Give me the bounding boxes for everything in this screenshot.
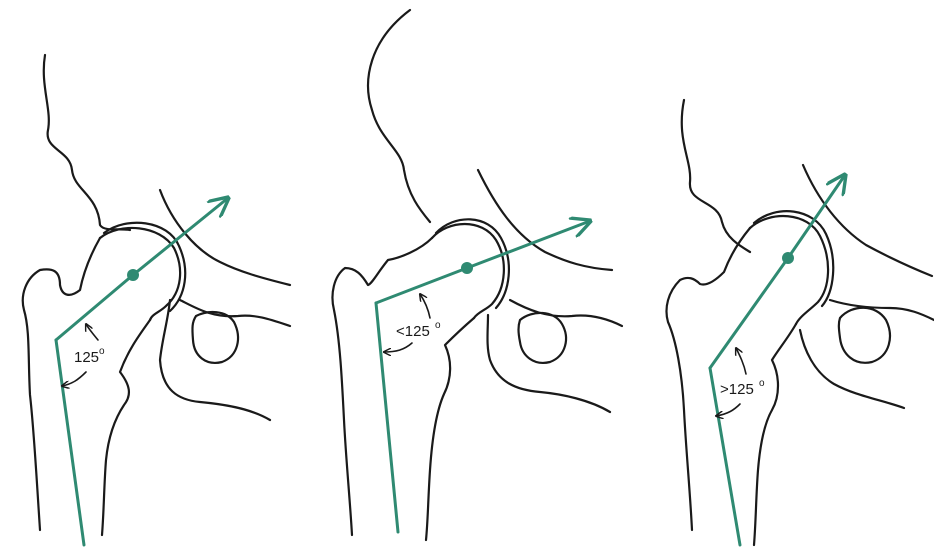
angle-arc-upper <box>86 324 98 340</box>
degree-mark: o <box>435 320 441 331</box>
femoral-axis <box>376 221 590 532</box>
angle-arc-upper <box>420 294 430 318</box>
pelvis-outline <box>368 10 622 412</box>
angle-label: 125 <box>74 349 99 366</box>
panel-increased: >125 o <box>667 100 934 545</box>
angle-arc-lower <box>62 372 86 386</box>
shaft-axis-line <box>56 340 84 545</box>
neck-axis-arrow <box>788 175 845 258</box>
angle-label: <125 <box>396 323 430 340</box>
angle-arc-lower <box>384 343 412 352</box>
femur-outline <box>23 238 150 535</box>
femoral-head-center-dot <box>127 269 139 281</box>
angle-arc-upper <box>736 348 746 374</box>
femoral-head-center-dot <box>461 262 473 274</box>
acetabulum-rim <box>750 211 833 324</box>
acetabulum-rim <box>100 223 185 320</box>
femur-outline <box>332 238 474 540</box>
degree-mark: o <box>99 346 105 357</box>
angle-indicator: >125 o <box>716 348 765 416</box>
neck-axis-line <box>56 275 133 340</box>
panel-normal: 125 o <box>23 55 290 545</box>
angle-indicator: 125 o <box>62 324 105 386</box>
degree-mark: o <box>759 378 765 389</box>
angle-indicator: <125 o <box>384 294 441 352</box>
shaft-axis-line <box>376 303 398 532</box>
pelvis-outline <box>682 100 934 408</box>
femoral-head-center-dot <box>782 252 794 264</box>
angle-label: >125 <box>720 381 754 398</box>
panel-reduced: <125 o <box>332 10 622 540</box>
angle-arc-lower <box>716 404 740 416</box>
neck-axis-arrow <box>133 198 228 275</box>
